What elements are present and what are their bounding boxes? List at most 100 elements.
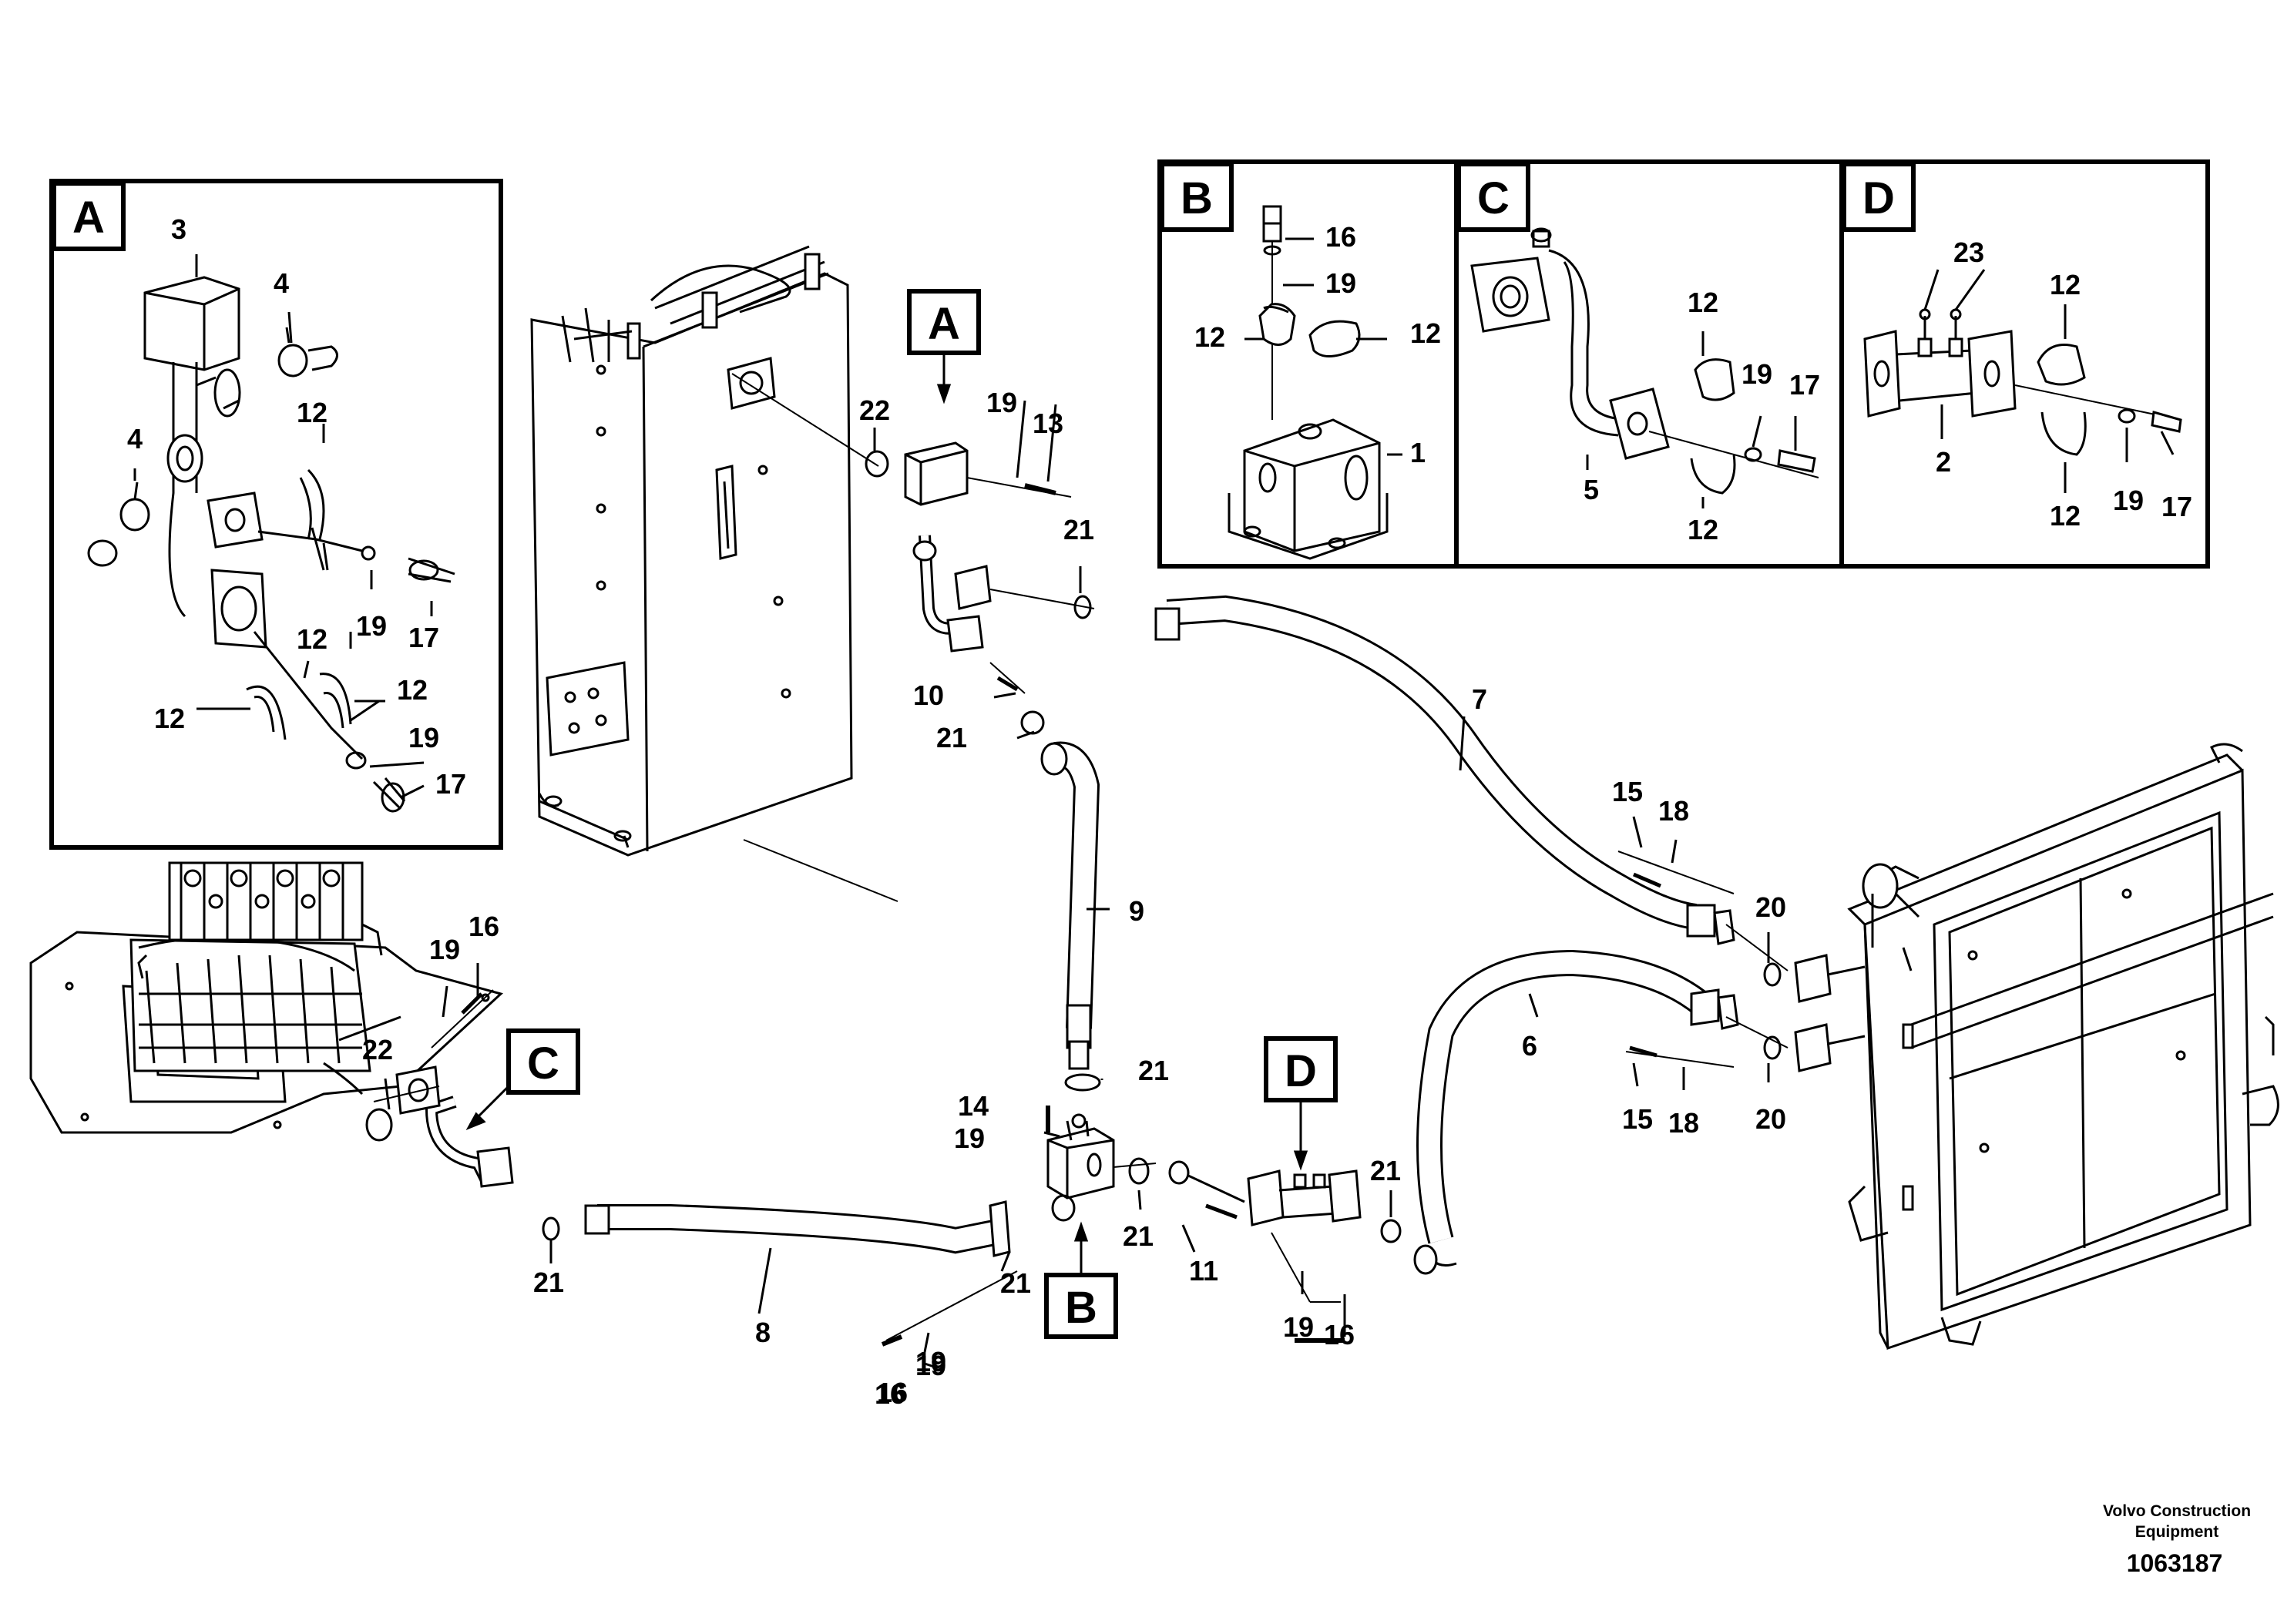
part-label: 19 [429, 934, 460, 965]
inset-b-parts [1228, 205, 1402, 560]
part-label: 16 [875, 1378, 905, 1410]
inset-a-label: 12 [397, 674, 428, 706]
part-label: 8 [755, 1317, 771, 1348]
part-label: 10 [913, 679, 944, 711]
inset-a-label: 4 [127, 423, 143, 455]
part-label: 19 [954, 1122, 985, 1154]
inset-b-label: 1 [1410, 437, 1426, 468]
callout-d-letter: D [1285, 1046, 1317, 1096]
inset-a-letter: A [72, 193, 105, 243]
part-label: 9 [1129, 895, 1144, 927]
inset-b-label: 19 [1325, 267, 1356, 299]
part-label: 21 [1000, 1267, 1031, 1299]
callout-a: A [907, 289, 981, 404]
inset-c-label: 12 [1688, 514, 1718, 545]
inset-d-label: 12 [2050, 269, 2081, 300]
inset-d-label: 2 [1936, 446, 1951, 478]
footer: Volvo Construction Equipment 1063187 [2103, 1502, 2251, 1577]
inset-c-parts [1470, 227, 1819, 508]
inset-b-labels: 16 19 12 12 1 [1194, 221, 1441, 468]
inset-b-label: 12 [1194, 321, 1225, 353]
part-label: 15 [1622, 1103, 1653, 1135]
part-label: 11 [1189, 1255, 1218, 1287]
inset-d-parts [1863, 269, 2182, 493]
part-label: 22 [859, 394, 890, 426]
inset-c-labels: 12 19 17 5 12 [1584, 287, 1820, 545]
part-label: 13 [1033, 408, 1063, 439]
control-valve-assembly [29, 861, 504, 1134]
inset-c-label: 17 [1789, 369, 1820, 401]
part-label: 22 [362, 1034, 393, 1065]
company-line-2: Equipment [2135, 1523, 2219, 1541]
inset-d-letter: D [1862, 173, 1895, 223]
inset-a-label: 19 [356, 610, 387, 642]
part-label: 21 [936, 722, 967, 753]
part-label: 15 [1612, 776, 1643, 807]
part-label: 18 [1668, 1107, 1699, 1139]
inset-a-label: 4 [274, 267, 289, 299]
part-label: 21 [1123, 1220, 1154, 1252]
inset-a-label: 12 [297, 397, 327, 428]
part-label: 16 [1324, 1319, 1355, 1351]
inset-b-letter: B [1181, 173, 1213, 223]
inset-a-label: 3 [171, 213, 186, 245]
inset-b-label: 16 [1325, 221, 1356, 253]
inset-a-label: 12 [154, 703, 185, 734]
company-line-1: Volvo Construction [2103, 1502, 2251, 1520]
part-label: 21 [533, 1267, 564, 1298]
hydraulic-tank [530, 245, 853, 857]
inset-d-label: 12 [2050, 500, 2081, 532]
part-label: 19 [986, 387, 1017, 418]
part-label: 19 [915, 1346, 946, 1377]
part-label: 16 [877, 1377, 908, 1408]
inset-a: A [49, 179, 503, 850]
inset-bcd-outline [1157, 159, 2210, 569]
inset-b-letter-box [1160, 162, 1234, 232]
inset-d-labels: 23 12 2 12 19 17 [1936, 237, 2192, 532]
oil-cooler [1794, 743, 2279, 1351]
inset-a-label: 17 [408, 622, 439, 653]
part-label: 7 [1472, 683, 1487, 715]
inset-a-letter-box [52, 181, 126, 251]
inset-c-label: 5 [1584, 474, 1599, 505]
inset-d-label: 23 [1953, 237, 1984, 268]
inset-c-letter-box [1456, 162, 1530, 232]
inset-d: D 23 12 2 12 19 17 [1842, 162, 2192, 532]
inset-a-parts [87, 254, 455, 813]
part-label: 6 [1522, 1030, 1537, 1062]
inset-a-label: 19 [408, 722, 439, 753]
part-label: 19 [915, 1350, 946, 1381]
pipes-and-hoses [365, 373, 1789, 1369]
callout-c: C [465, 1028, 580, 1130]
part-label: 21 [1138, 1055, 1169, 1086]
doc-number: 1063187 [2127, 1549, 2223, 1577]
inset-d-letter-box [1842, 162, 1916, 232]
inset-c-letter: C [1477, 173, 1510, 223]
part-label: 16 [469, 911, 499, 942]
inset-c: C 12 19 17 5 12 [1456, 162, 1820, 545]
inset-c-label: 12 [1688, 287, 1718, 318]
inset-a-label: 17 [435, 768, 466, 800]
callout-b: B [1044, 1221, 1118, 1339]
callout-c-letter: C [527, 1038, 559, 1089]
inset-b-label: 12 [1410, 317, 1441, 349]
callout-a-letter: A [928, 299, 960, 349]
callout-b-letter: B [1065, 1283, 1097, 1333]
part-label: 20 [1755, 1103, 1786, 1135]
part-label: 20 [1755, 891, 1786, 923]
part-label: 14 [958, 1090, 989, 1122]
callout-d: D [1264, 1036, 1338, 1171]
part-label: 19 [1283, 1311, 1314, 1343]
inset-a-label: 12 [297, 623, 327, 655]
part-label: 21 [1063, 514, 1094, 545]
main-part-labels: 22 19 13 21 10 21 7 9 21 14 19 21 11 21 … [362, 387, 1786, 1410]
part-label: 21 [1370, 1155, 1401, 1186]
part-label: 18 [1658, 795, 1689, 827]
inset-a-frame [49, 179, 503, 850]
inset-d-label: 19 [2113, 485, 2144, 516]
inset-a-labels: 3 4 4 12 12 19 17 12 12 19 17 [127, 213, 466, 800]
inset-c-label: 19 [1741, 358, 1772, 390]
inset-d-label: 17 [2161, 491, 2192, 522]
